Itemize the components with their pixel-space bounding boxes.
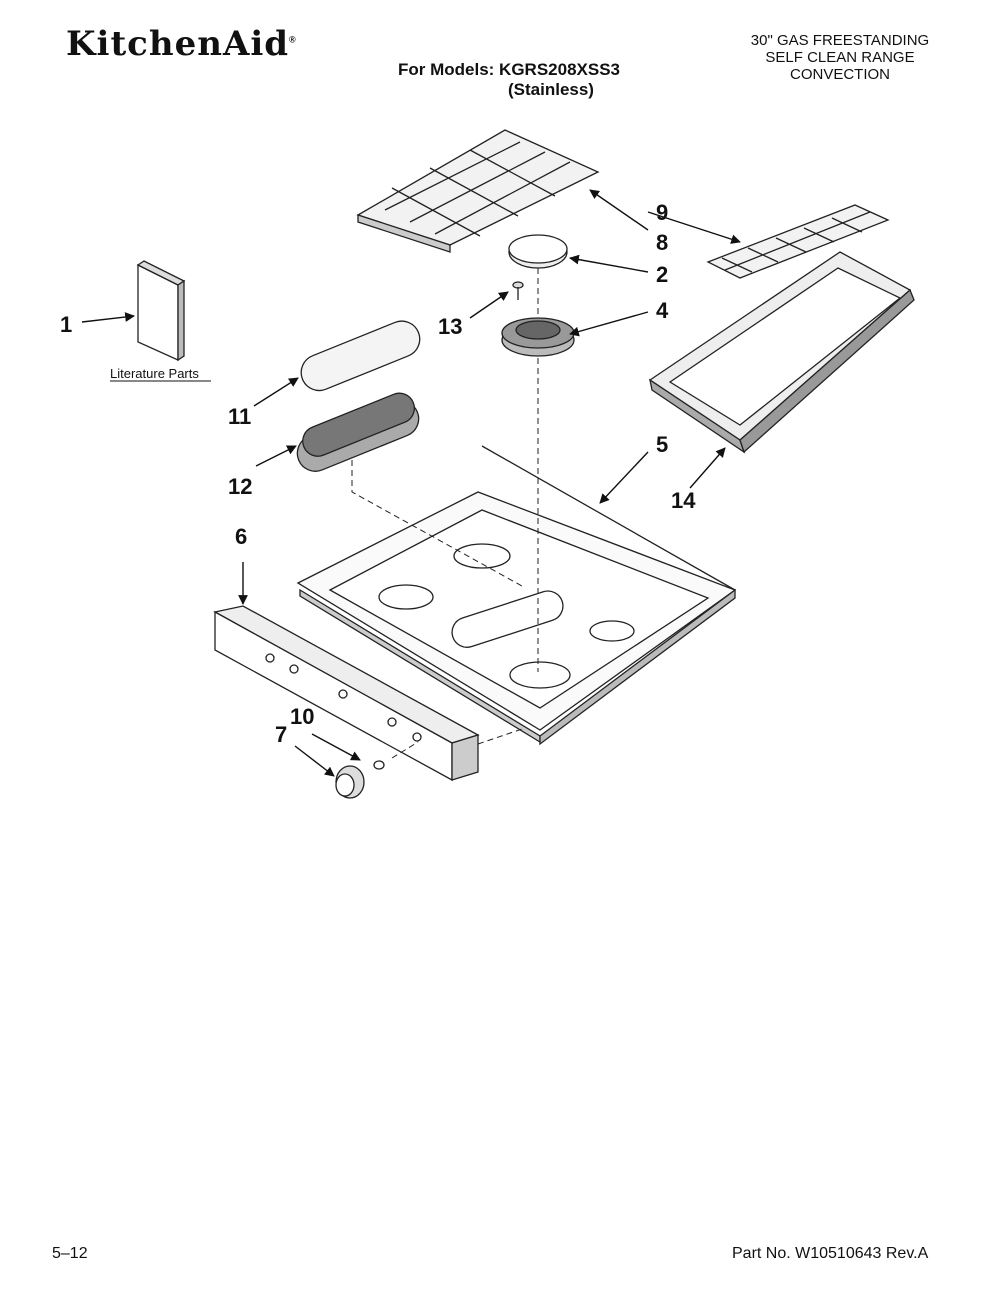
knob-spring-clip — [373, 760, 385, 770]
side-grate — [706, 204, 890, 279]
callout-9: 9 — [656, 200, 668, 225]
callout-2: 2 — [656, 262, 668, 287]
callout-5: 5 — [656, 432, 668, 457]
screw — [512, 281, 524, 300]
model-line-2: (Stainless) — [508, 80, 594, 99]
callout-7: 7 — [275, 722, 287, 747]
model-line-1: For Models: KGRS208XSS3 — [398, 60, 621, 79]
control-knob — [335, 765, 365, 799]
callout-11: 11 — [228, 404, 251, 429]
model-info: For Models: KGRS208XSS3 (Stainless) — [398, 60, 620, 100]
callout-labels: 1 2 4 5 6 7 8 9 10 11 12 13 14 Literatur… — [60, 200, 696, 747]
oval-burner-cap — [300, 320, 421, 392]
description-line-3: CONVECTION — [789, 66, 890, 83]
literature-parts-label: Literature Parts — [110, 366, 199, 381]
callout-12: 12 — [228, 474, 252, 499]
leader-arrows — [81, 189, 741, 777]
callout-1: 1 — [60, 312, 72, 337]
callout-10: 10 — [290, 704, 314, 729]
part-number: Part No. W10510643 Rev.A — [732, 1245, 929, 1262]
callout-13: 13 — [438, 314, 462, 339]
page-number: 5–12 — [52, 1245, 88, 1262]
griddle — [648, 251, 915, 454]
alignment-lines — [351, 268, 539, 759]
callout-14: 14 — [671, 488, 696, 513]
description-line-2: SELF CLEAN RANGE — [765, 49, 915, 66]
callout-8: 8 — [656, 230, 668, 255]
callout-6: 6 — [235, 524, 247, 549]
oval-burner — [296, 392, 420, 472]
burner-cap — [508, 234, 568, 269]
burner-base — [501, 317, 575, 357]
control-panel — [213, 605, 480, 782]
callout-4: 4 — [656, 298, 669, 323]
description-line-1: 30" GAS FREESTANDING — [750, 32, 930, 49]
product-description: 30" GAS FREESTANDING SELF CLEAN RANGE CO… — [730, 32, 950, 83]
burner-grate — [356, 129, 600, 253]
brand-logo: KitchenAid® — [66, 24, 297, 64]
cooktop — [296, 445, 737, 746]
literature-booklet — [136, 260, 186, 362]
